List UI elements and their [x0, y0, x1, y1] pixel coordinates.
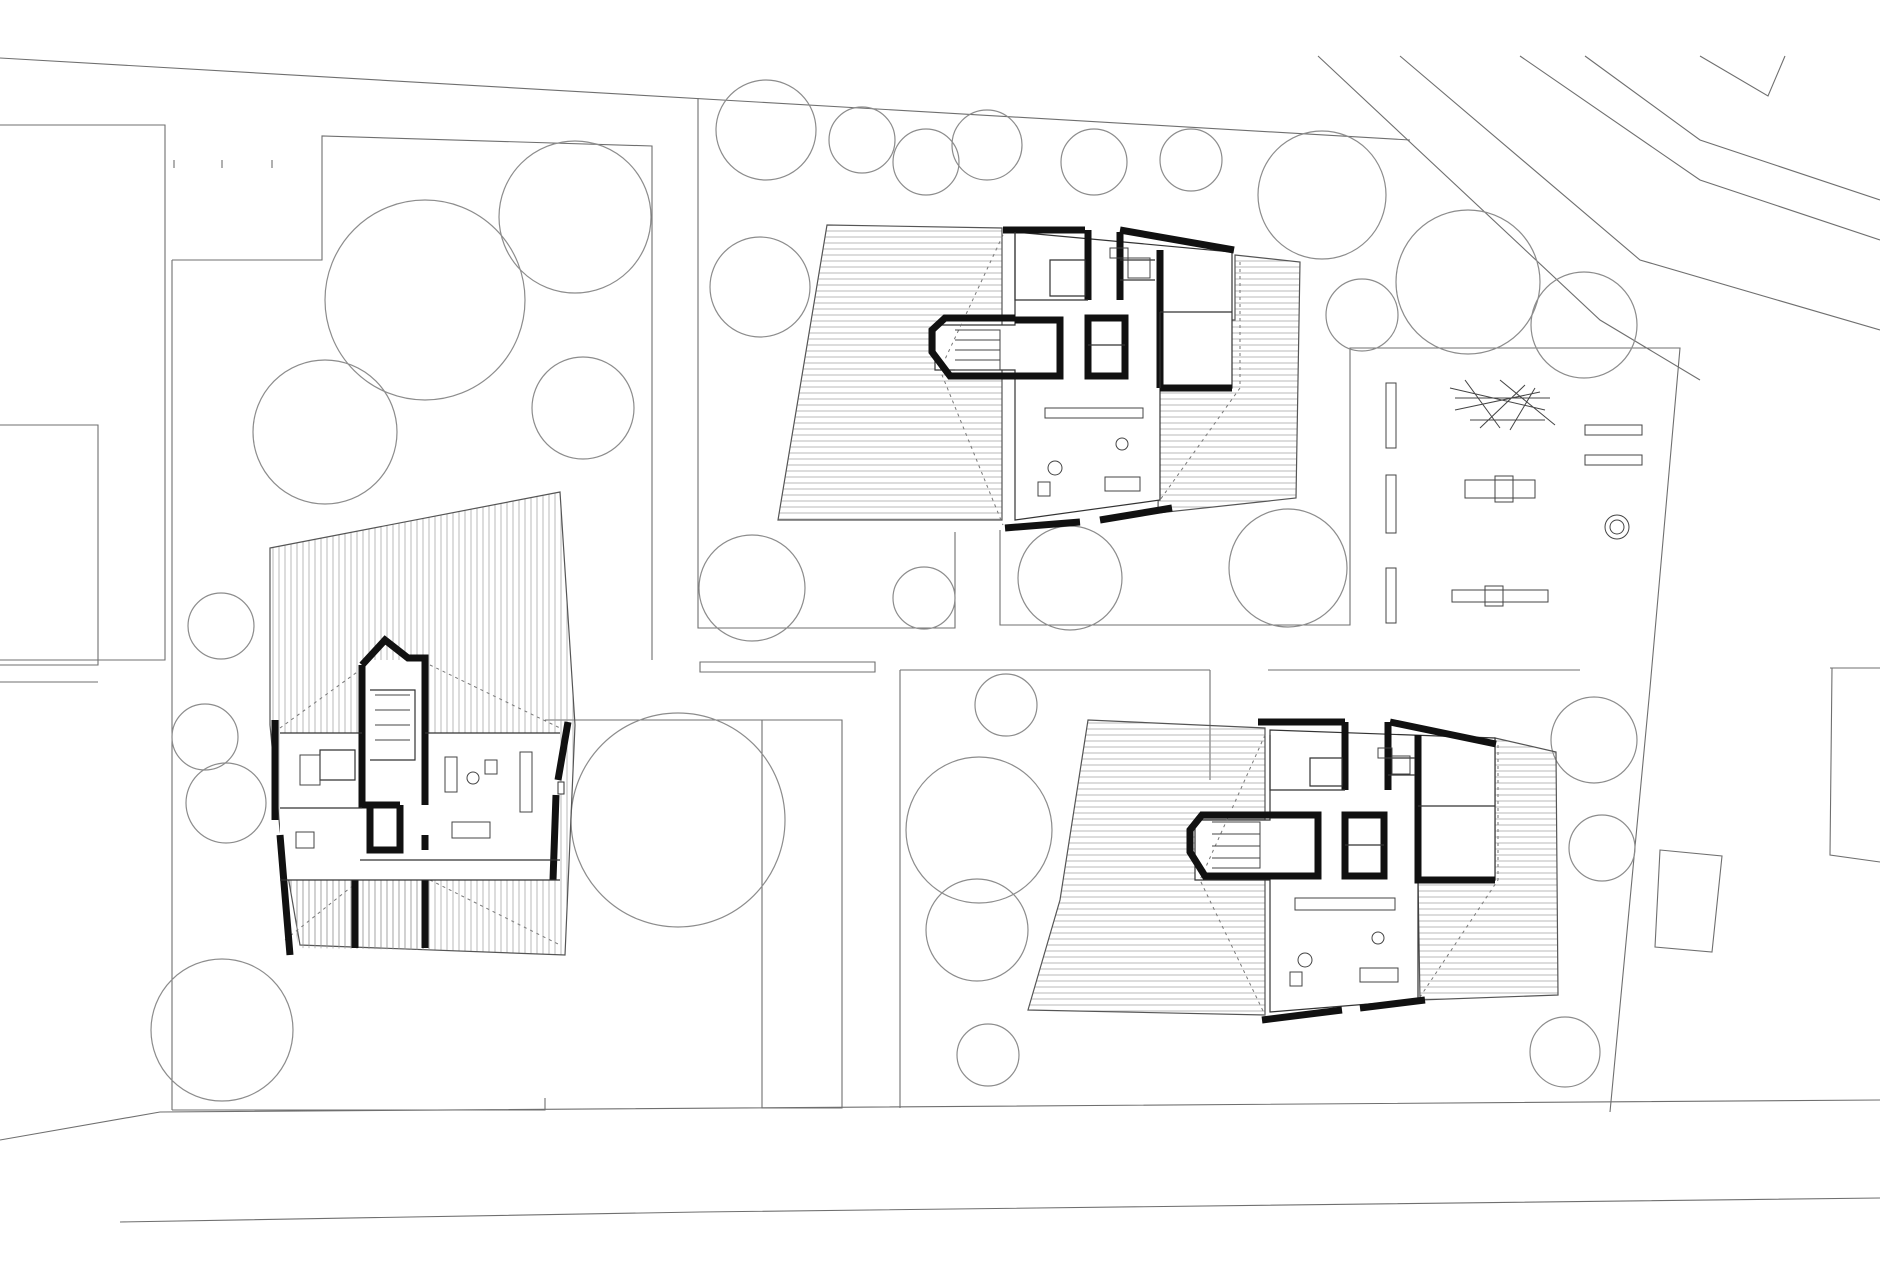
site-lines [0, 55, 1880, 1223]
house-top [777, 224, 1301, 532]
trees [150, 79, 1638, 1102]
house-bottom [1027, 718, 1559, 1024]
playground [1385, 379, 1643, 624]
house-left [269, 491, 576, 956]
